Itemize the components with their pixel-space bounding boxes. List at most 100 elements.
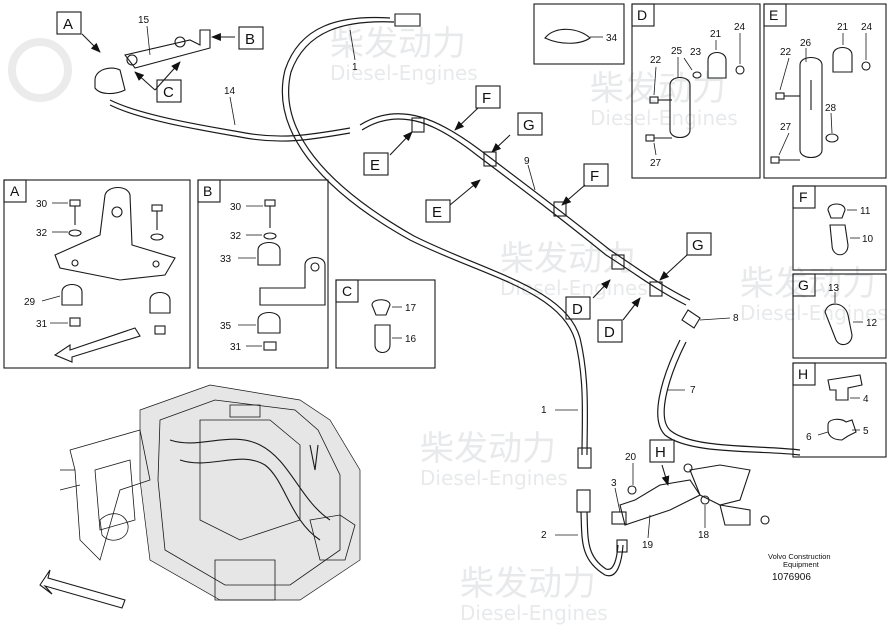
svg-text:H: H	[655, 444, 666, 461]
callout-tag-B[interactable]: B	[238, 26, 264, 50]
mounting-bracket	[669, 76, 691, 139]
callout-tag-D[interactable]: D	[565, 296, 591, 320]
detail-panel-F: F 11 10	[792, 185, 887, 271]
watermark-cn: 柴发动力	[460, 564, 596, 604]
washer-icon	[150, 233, 164, 241]
part-number: 10	[862, 234, 874, 245]
part-number: 6	[806, 432, 812, 443]
part-number: 27	[780, 122, 792, 133]
elbow-fitting-8	[681, 309, 701, 329]
part-number: 9	[524, 156, 530, 167]
watermark-cn: 柴发动力	[500, 239, 636, 279]
part-number: 31	[36, 319, 48, 330]
callout-tag-G[interactable]: G	[517, 112, 543, 136]
svg-text:A: A	[63, 16, 73, 33]
bolt-icon	[645, 134, 672, 142]
detail-panel-C: C 17 16	[335, 279, 436, 369]
part-number: 3	[611, 478, 617, 489]
panel-tag-B: B	[203, 183, 212, 199]
callout-tag-D[interactable]: D	[597, 319, 623, 343]
part-number: 7	[690, 385, 696, 396]
part-number: 30	[230, 202, 242, 213]
detail-panel-clip: 34	[533, 3, 625, 65]
nut-icon	[263, 341, 277, 351]
panel-tag-G: G	[798, 277, 809, 293]
clip-icon	[827, 203, 846, 219]
bolt-icon	[775, 92, 800, 100]
drawing-number: 1076906	[772, 572, 811, 583]
callout-tag-E[interactable]: E	[363, 152, 389, 176]
clamp-icon	[832, 46, 853, 73]
footer-company: Volvo Construction	[768, 552, 831, 561]
part-number: 31	[230, 342, 242, 353]
part-number: 27	[650, 158, 662, 169]
part-number: 24	[734, 22, 746, 33]
callout-tag-F[interactable]: F	[475, 85, 501, 109]
svg-text:E: E	[432, 204, 442, 221]
detail-panel-D: D 23 21 24 25 22 27	[631, 3, 761, 179]
clamp-icon	[149, 291, 171, 314]
svg-text:C: C	[163, 84, 174, 101]
part-number: 25	[671, 46, 683, 57]
callout-tag-F[interactable]: F	[583, 163, 609, 187]
tee-fitting-icon	[827, 374, 863, 401]
part-number: 5	[863, 426, 869, 437]
fitting-icon	[829, 224, 849, 256]
part-number: 32	[36, 228, 48, 239]
part-number: 33	[220, 254, 232, 265]
detail-panel-B: B 30 32 33 35 31	[197, 179, 329, 369]
svg-text:B: B	[245, 31, 255, 48]
panel-tag-A: A	[10, 183, 20, 199]
nut-icon	[154, 325, 166, 335]
part-number: 12	[866, 318, 878, 329]
callout-tag-C[interactable]: C	[156, 79, 182, 103]
watermark-cn: 柴发动力	[420, 429, 556, 469]
detail-panel-A: A 30 32 29 31	[3, 179, 191, 369]
elbow-fitting-icon	[827, 418, 857, 441]
callout-tag-G[interactable]: G	[686, 232, 712, 256]
fitting-icon	[824, 303, 853, 346]
panel-tag-H: H	[798, 366, 808, 382]
svg-text:G: G	[692, 237, 704, 254]
callout-tag-E[interactable]: E	[425, 199, 451, 223]
fitting-icon	[374, 324, 391, 354]
callout-tag-H[interactable]: H	[649, 439, 675, 463]
clamp-icon	[257, 241, 281, 266]
direction-arrow-icon	[39, 569, 126, 609]
mounting-bracket	[54, 186, 176, 281]
part-number: 15	[138, 15, 150, 26]
callout-tag-A[interactable]: A	[56, 11, 82, 35]
part-number: 11	[860, 206, 871, 217]
svg-text:F: F	[590, 168, 599, 185]
svg-text:D: D	[572, 301, 583, 318]
part-number: 1	[352, 62, 358, 73]
detail-panel-H: H 4 6 5	[792, 362, 887, 458]
clip-icon	[371, 299, 391, 316]
panel-tag-D: D	[637, 7, 647, 23]
hose-clip	[483, 151, 497, 167]
bolt-icon	[649, 96, 672, 104]
mounting-bracket	[259, 256, 326, 306]
main-hose-assembly	[94, 13, 801, 577]
part-number: 34	[606, 33, 618, 44]
part-number: 2	[541, 530, 547, 541]
clamp-icon	[257, 311, 281, 334]
svg-text:G: G	[523, 117, 535, 134]
part-number: 14	[224, 86, 236, 97]
svg-text:D: D	[604, 324, 615, 341]
top-bracket	[124, 29, 211, 69]
hose-clip	[649, 281, 663, 297]
part-number: 20	[625, 452, 637, 463]
part-number: 8	[733, 313, 739, 324]
part-number: 1	[541, 405, 547, 416]
cable-tie-icon	[544, 28, 591, 44]
part-number: 18	[698, 530, 710, 541]
part-number: 13	[828, 283, 840, 294]
document-footer: Volvo Construction Equipment 1076906	[768, 552, 831, 583]
watermark-cn: 柴发动力	[740, 264, 876, 304]
hose-clip	[553, 201, 567, 217]
watermark-layer: 柴发动力 Diesel-Engines 柴发动力 Diesel-Engines …	[8, 24, 888, 625]
part-number: 17	[405, 303, 417, 314]
panel-tag-F: F	[799, 189, 808, 205]
